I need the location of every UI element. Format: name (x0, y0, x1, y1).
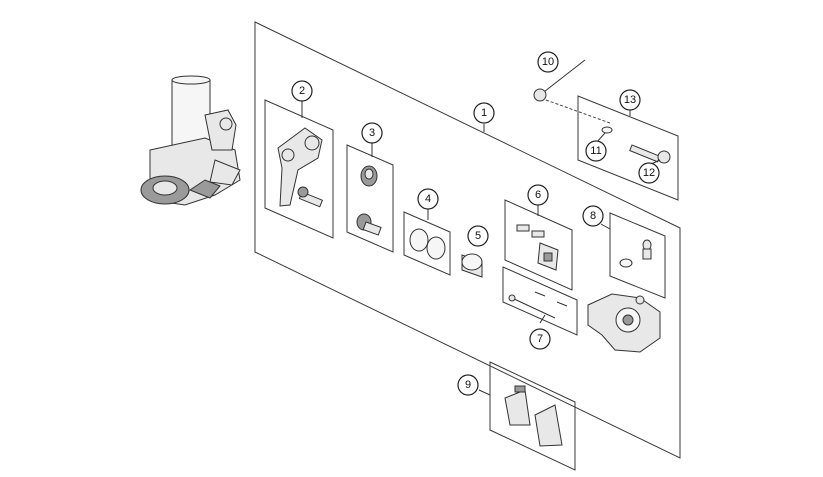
callout-1: 1 (473, 102, 495, 124)
frame-item-2 (264, 99, 334, 239)
callout-9-label: 9 (465, 379, 471, 391)
banjo-bolt-part (601, 126, 671, 164)
callout-7-label: 7 (537, 333, 543, 345)
callout-7: 7 (529, 328, 551, 350)
callout-4: 4 (417, 188, 439, 210)
frame-item-6 (504, 199, 573, 291)
frame-item-7 (502, 266, 578, 336)
callout-3-label: 3 (369, 127, 375, 139)
callout-9: 9 (457, 374, 479, 396)
callout-10: 10 (537, 51, 559, 73)
frame-item-13 (577, 95, 679, 201)
pad-pin-part (508, 291, 568, 319)
callout-6-label: 6 (535, 189, 541, 201)
callout-2-label: 2 (299, 85, 305, 97)
callout-4-label: 4 (425, 193, 431, 205)
frame-item-4 (403, 211, 451, 276)
fork-leg-assembly (140, 75, 241, 206)
callout-1-label: 1 (481, 107, 487, 119)
callout-3: 3 (361, 122, 383, 144)
callout-12: 12 (638, 162, 660, 184)
frame-item-3 (346, 144, 394, 253)
frame-item-8 (609, 212, 666, 299)
callout-13-label: 13 (624, 94, 636, 106)
brake-caliper-part (587, 293, 661, 353)
callout-5: 5 (467, 225, 489, 247)
callout-12-label: 12 (643, 167, 655, 179)
guide-pins-part (356, 165, 382, 236)
seal-rings-part (409, 228, 446, 260)
piston-part (461, 253, 483, 278)
brake-pads-part (504, 385, 563, 447)
main-frame (254, 21, 681, 459)
bleeder-valve-part (619, 239, 652, 268)
callout-8: 8 (582, 205, 604, 227)
callout-8-label: 8 (590, 210, 596, 222)
callout-6: 6 (527, 184, 549, 206)
callout-11: 11 (585, 140, 607, 162)
brake-line-part (533, 59, 611, 124)
pad-spring-part (516, 224, 559, 271)
leader-lines (301, 100, 661, 396)
callout-13: 13 (619, 89, 641, 111)
callout-11-label: 11 (590, 145, 601, 157)
callout-10-label: 10 (542, 56, 554, 68)
caliper-bracket-part (277, 127, 324, 208)
frame-item-9 (489, 361, 576, 471)
callout-2: 2 (291, 80, 313, 102)
callout-5-label: 5 (475, 230, 481, 242)
